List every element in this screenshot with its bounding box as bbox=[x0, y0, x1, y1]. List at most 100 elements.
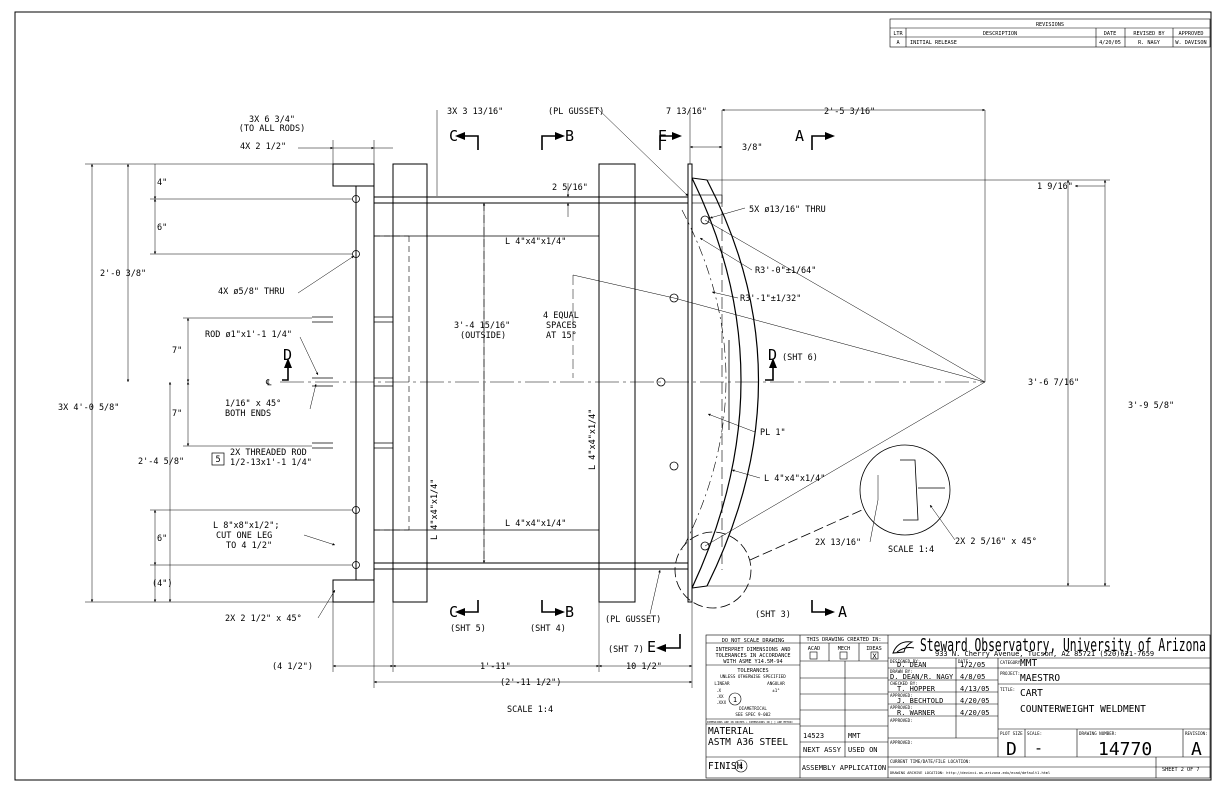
dim-3-9-5: 3'-9 5/8" bbox=[1128, 401, 1174, 411]
tb-drawn-label: DRAWN BY: bbox=[890, 669, 913, 674]
dim-rods-note: (TO ALL RODS) bbox=[239, 124, 306, 134]
tb-next-assy: NEXT ASSY bbox=[803, 746, 842, 754]
tb-next-assy-val: 14523 bbox=[803, 732, 824, 740]
tb-finish-label: FINISH bbox=[708, 761, 743, 772]
rev-row-revised-by: R. NAGY bbox=[1138, 40, 1161, 46]
dim-2-5-3: 2'-5 3/16" bbox=[824, 107, 875, 117]
angle-top: L 4"x4"x1/4" bbox=[505, 237, 566, 247]
section-a-sheet: (SHT 3) bbox=[755, 610, 791, 620]
rev-row-description: INITIAL RELEASE bbox=[910, 40, 957, 46]
tb-title-label: TITLE: bbox=[1000, 687, 1015, 692]
threaded-rod-1: 2X THREADED ROD bbox=[230, 448, 307, 458]
equal-3: AT 15° bbox=[546, 331, 577, 341]
tb-checked-date: 4/13/05 bbox=[960, 685, 990, 693]
tb-note-1: DO NOT SCALE DRAWING bbox=[722, 638, 784, 644]
rev-header-approved: APPROVED bbox=[1179, 31, 1204, 37]
section-a-top bbox=[811, 135, 825, 150]
tb-archive: DRAWING ARCHIVE LOCATION: http://devinci… bbox=[890, 771, 1050, 775]
tb-tolerances-title: TOLERANCES bbox=[737, 668, 768, 674]
tb-assembly-app: ASSEMBLY APPLICATION bbox=[802, 764, 886, 772]
tb-tol-x: .X bbox=[716, 688, 722, 693]
section-c-bot bbox=[465, 600, 479, 613]
center-plate bbox=[598, 163, 636, 603]
tb-current-time-label: CURRENT TIME/DATE/FILE LOCATION: bbox=[890, 759, 971, 764]
angle-8x8-3: TO 4 1/2" bbox=[226, 541, 272, 551]
tb-approved-1-date: 4/20/05 bbox=[960, 697, 990, 705]
tb-date-label: DATE: bbox=[958, 659, 971, 664]
rev-header-description: DESCRIPTION bbox=[983, 31, 1017, 37]
tb-material: ASTM A36 STEEL bbox=[708, 737, 788, 748]
section-e-label-top: E bbox=[658, 127, 667, 145]
pl-gusset-top: (PL GUSSET) bbox=[548, 107, 604, 117]
tb-plot-size-label: PLOT SIZE bbox=[1000, 731, 1023, 736]
dim-2-11-half: (2'-11 1/2") bbox=[500, 678, 561, 688]
tb-drawn-by: D. DEAN/R. NAGY bbox=[890, 673, 954, 681]
section-e-sheet: (SHT 7) bbox=[608, 645, 644, 655]
dim-holes-thru: 4X ø5/8" THRU bbox=[218, 287, 285, 297]
angle-bottom: L 4"x4"x1/4" bbox=[505, 519, 566, 529]
tb-designed-date: 1/2/05 bbox=[960, 661, 985, 669]
tb-revision-label: REVISION: bbox=[1185, 731, 1208, 736]
tb-checked-label: CHECKED BY: bbox=[890, 681, 918, 686]
tb-approved-label-2: APPROVED: bbox=[890, 705, 913, 710]
section-c-label-bot: C bbox=[449, 603, 458, 621]
tb-note-3: TOLERANCES IN ACCORDANCE bbox=[716, 653, 791, 659]
tb-finish-balloon: 4 bbox=[739, 763, 743, 771]
tb-drawing-number: 14770 bbox=[1098, 739, 1152, 760]
section-b-top bbox=[541, 135, 555, 150]
tb-cad-mech: MECH bbox=[838, 646, 851, 652]
radius-1: R3'-0"±1/64" bbox=[755, 266, 816, 276]
section-d-left bbox=[282, 368, 289, 381]
scale-detail: SCALE 1:4 bbox=[888, 545, 934, 555]
revisions-table bbox=[889, 18, 1211, 48]
tb-angular: ANGULAR bbox=[767, 681, 785, 686]
observatory-logo bbox=[892, 641, 915, 654]
centerline-symbol: ℄ bbox=[265, 378, 272, 388]
rev-row-approved: W. DAVISON bbox=[1175, 40, 1206, 46]
tb-tol-angular: ±1° bbox=[772, 688, 780, 693]
rev-header-date: DATE bbox=[1104, 31, 1117, 37]
section-c-top bbox=[465, 135, 479, 150]
angle-right: L 4"x4"x1/4" bbox=[764, 474, 825, 484]
dim-top-4: 4" bbox=[157, 178, 167, 188]
tb-tolerances-sub: UNLESS OTHERWISE SPECIFIED bbox=[720, 674, 786, 679]
tb-plot-size: D bbox=[1006, 739, 1017, 760]
curved-plate bbox=[691, 177, 742, 589]
pl-1: PL 1" bbox=[760, 428, 786, 438]
tb-category-label: CATEGORY: bbox=[1000, 660, 1023, 665]
section-b-bot bbox=[541, 600, 555, 613]
section-a-label-bot: A bbox=[838, 603, 847, 621]
left-angle-plate bbox=[332, 163, 375, 603]
tb-note-4: WITH ASME Y14.5M-94 bbox=[723, 659, 782, 665]
section-e-top bbox=[659, 135, 672, 150]
tb-approved-2: R. WARNER bbox=[897, 709, 936, 717]
dim-chamfer-rod: 1/16" x 45° bbox=[225, 399, 281, 409]
dim-chamfer-bot: 2X 2 1/2" x 45° bbox=[225, 614, 302, 624]
dim-outside: (OUTSIDE) bbox=[460, 331, 506, 341]
equal-1: 4 EQUAL bbox=[543, 311, 579, 321]
tb-used-on-val: MMT bbox=[848, 732, 861, 740]
weldment-geometry bbox=[280, 163, 986, 609]
tb-material-label: MATERIAL bbox=[708, 726, 754, 737]
dim-4-half: (4 1/2") bbox=[272, 662, 313, 672]
sheet-border bbox=[14, 11, 1212, 781]
section-d-label-right: D bbox=[768, 346, 777, 364]
item-balloon-5 bbox=[211, 452, 225, 466]
dim-bot-6: 6" bbox=[157, 534, 167, 544]
pl-gusset-bot: (PL GUSSET) bbox=[605, 615, 661, 625]
angle-8x8-1: L 8"x8"x1/2"; bbox=[213, 521, 280, 531]
tb-created-in: THIS DRAWING CREATED IN: bbox=[807, 637, 882, 643]
rev-row-ltr: A bbox=[896, 40, 900, 46]
tb-cad-ideas-check: X bbox=[872, 653, 877, 661]
tb-designed-by: D. DEAN bbox=[897, 661, 927, 669]
dim-holes-13-16: 5X ø13/16" THRU bbox=[749, 205, 826, 215]
tb-category: MMT bbox=[1020, 658, 1037, 669]
equal-2: SPACES bbox=[546, 321, 577, 331]
title-block bbox=[705, 634, 1211, 779]
tb-address: 933 N. Cherry Avenue, Tucson, AZ 85721 (… bbox=[935, 650, 1154, 658]
tb-tol-balloon: 1 bbox=[733, 696, 737, 704]
tb-sheet: SHEET 2 OF 7 bbox=[1162, 767, 1199, 773]
angle-8x8-2: CUT ONE LEG bbox=[216, 531, 272, 541]
dim-2-0-3-8: 2'-0 3/8" bbox=[100, 269, 146, 279]
